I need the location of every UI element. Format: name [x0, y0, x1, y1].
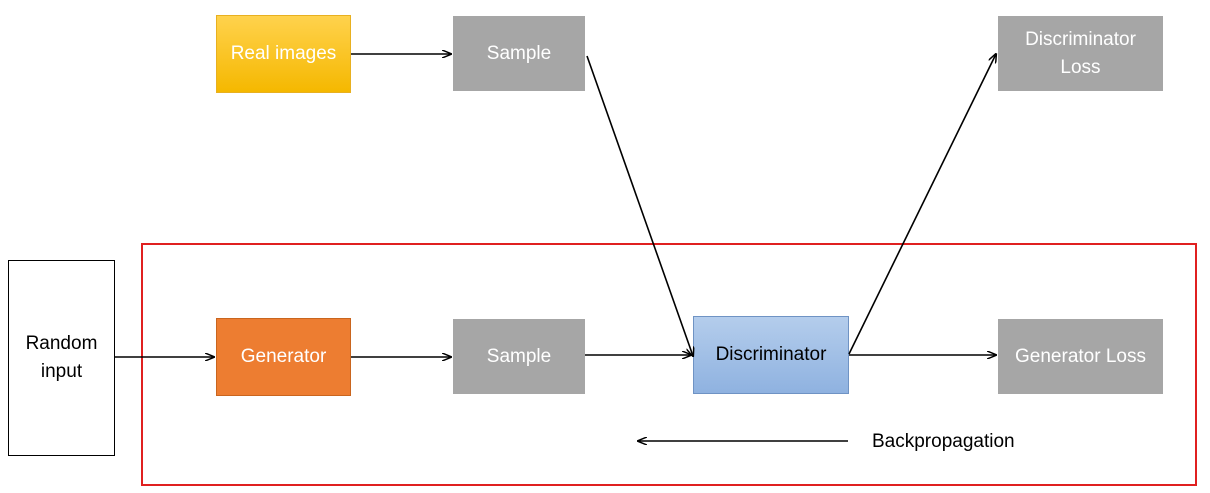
discriminator-box: Discriminator — [693, 316, 849, 394]
generator-training-frame — [141, 243, 1197, 486]
random-input-box: Random input — [8, 260, 115, 456]
sample-top-label: Sample — [486, 42, 552, 64]
generator-box: Generator — [216, 318, 351, 396]
discriminator-loss-label: Discriminator Loss — [1025, 28, 1136, 78]
generator-loss-box: Generator Loss — [998, 319, 1163, 394]
sample-bottom-box: Sample — [453, 319, 585, 394]
generator-label: Generator — [240, 346, 327, 367]
arrow-discriminator-to-disc-loss — [848, 54, 996, 355]
random-input-label: Random input — [25, 333, 98, 382]
discriminator-loss-box: Discriminator Loss — [998, 16, 1163, 91]
real-images-label: Real images — [230, 43, 337, 64]
discriminator-label: Discriminator — [715, 344, 827, 365]
sample-bottom-label: Sample — [486, 345, 552, 367]
sample-top-box: Sample — [453, 16, 585, 91]
backpropagation-label: Backpropagation — [872, 431, 1015, 452]
arrow-sample-to-discriminator — [586, 55, 693, 356]
real-images-box: Real images — [216, 15, 351, 93]
generator-loss-label: Generator Loss — [1015, 345, 1146, 367]
